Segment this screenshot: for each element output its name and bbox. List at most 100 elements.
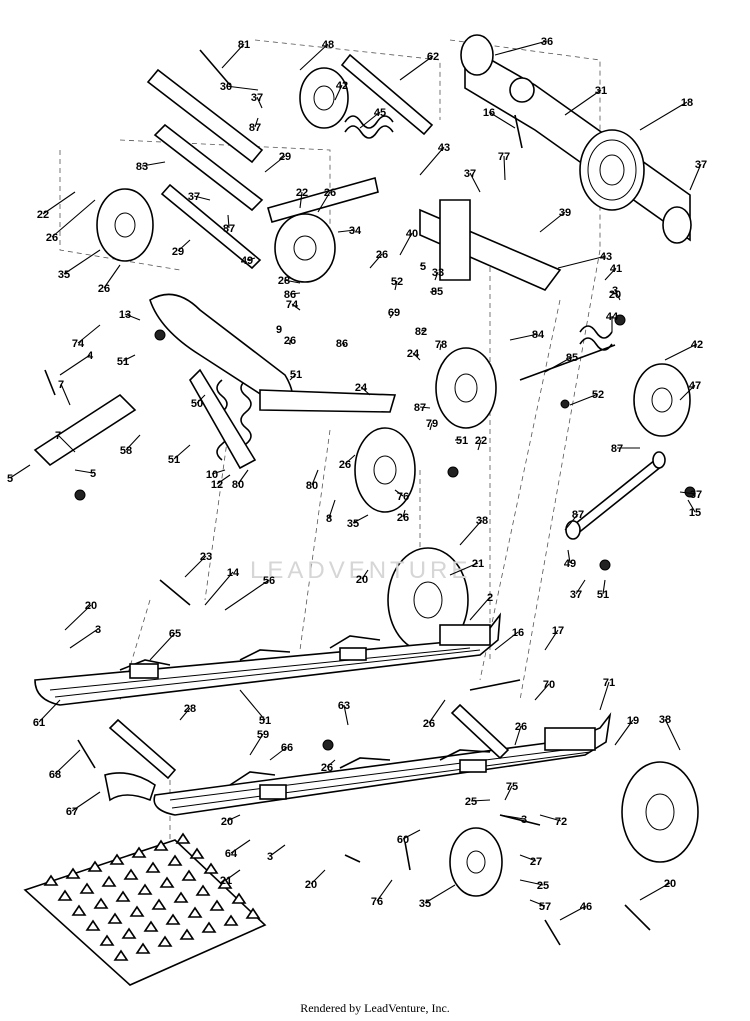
callout-37: 37 xyxy=(690,489,702,501)
callout-24: 24 xyxy=(355,382,368,394)
callout-leader xyxy=(71,791,101,812)
callout-leader xyxy=(328,499,336,519)
callout-leader xyxy=(264,155,286,173)
callout-26: 26 xyxy=(321,762,333,774)
slider-cleat xyxy=(87,860,103,872)
callout-57: 57 xyxy=(539,901,551,913)
callout-59: 59 xyxy=(257,729,269,741)
callout-leader xyxy=(54,749,81,775)
callout-leader xyxy=(564,89,602,116)
callout-31: 31 xyxy=(595,85,607,97)
callout-4: 4 xyxy=(87,350,94,362)
callout-38: 38 xyxy=(476,515,488,527)
callout-leader xyxy=(494,40,548,56)
callout-leader xyxy=(230,839,251,854)
callout-leader xyxy=(529,899,546,907)
callout-67: 67 xyxy=(66,806,78,818)
slider-cleat xyxy=(57,889,73,901)
callout-86: 86 xyxy=(284,289,296,301)
callout-51: 51 xyxy=(290,369,302,381)
callout-9: 9 xyxy=(276,324,282,336)
slider-cleat xyxy=(181,869,197,881)
callout-26: 26 xyxy=(284,335,296,347)
callout-22: 22 xyxy=(37,209,49,221)
callout-leader xyxy=(604,267,617,281)
callout-leader xyxy=(504,785,513,801)
callout-leader xyxy=(38,699,61,723)
callout-20: 20 xyxy=(221,816,233,828)
callout-leader xyxy=(689,163,702,191)
callout-64: 64 xyxy=(225,848,238,860)
callout-leader xyxy=(246,257,256,261)
callout-20: 20 xyxy=(356,574,368,586)
slider-cleat xyxy=(131,846,147,858)
callout-leader xyxy=(311,469,319,486)
callout-42: 42 xyxy=(336,80,348,92)
front-bumper-pad xyxy=(77,739,156,802)
callout-26: 26 xyxy=(324,187,336,199)
callout-25: 25 xyxy=(465,796,477,808)
callout-leader xyxy=(419,146,445,176)
callout-37: 37 xyxy=(188,191,200,203)
callout-5: 5 xyxy=(420,261,426,273)
callout-51: 51 xyxy=(168,454,180,466)
slider-cleat xyxy=(223,914,239,926)
callout-leader xyxy=(249,733,264,756)
callout-leader xyxy=(434,271,439,281)
callout-5: 5 xyxy=(90,468,96,480)
callout-leader xyxy=(429,290,438,293)
callout-leader xyxy=(539,814,562,822)
callout-leader xyxy=(419,406,431,409)
callout-52: 52 xyxy=(391,276,403,288)
callout-21: 21 xyxy=(472,558,484,570)
callout-62: 62 xyxy=(427,51,439,63)
callout-20: 20 xyxy=(609,289,621,301)
callout-33: 33 xyxy=(432,267,444,279)
callout-70: 70 xyxy=(543,679,555,691)
callout-leader xyxy=(184,555,207,578)
callout-3: 3 xyxy=(95,624,101,636)
callout-leader xyxy=(60,383,71,406)
slider-cleat xyxy=(173,891,189,903)
callout-leader xyxy=(177,239,191,252)
callout-43: 43 xyxy=(600,251,612,263)
callout-51: 51 xyxy=(117,356,129,368)
callout-leader xyxy=(193,195,211,201)
callout-87: 87 xyxy=(249,122,261,134)
left-slide-rail xyxy=(34,612,502,706)
callout-47: 47 xyxy=(689,380,701,392)
callout-leader xyxy=(494,631,519,651)
callout-68: 68 xyxy=(49,769,61,781)
callout-26: 26 xyxy=(376,249,388,261)
callout-72: 72 xyxy=(555,816,567,828)
callout-29: 29 xyxy=(279,151,291,163)
callout-15: 15 xyxy=(689,507,701,519)
slider-cleat xyxy=(217,877,233,889)
slider-cleat xyxy=(231,892,247,904)
callout-leader xyxy=(449,562,479,576)
callout-30: 30 xyxy=(220,81,232,93)
callout-49: 49 xyxy=(564,558,576,570)
callout-leader xyxy=(687,499,696,513)
callout-leader xyxy=(614,719,634,746)
callout-18: 18 xyxy=(681,97,693,109)
assembly-guide-lines xyxy=(59,39,601,840)
rear-axle-assembly xyxy=(460,34,692,244)
callout-leader xyxy=(470,799,491,802)
callout-51: 51 xyxy=(259,715,271,727)
callout-leader xyxy=(326,759,336,768)
callout-26: 26 xyxy=(46,232,58,244)
callout-leader xyxy=(344,454,356,465)
callout-22: 22 xyxy=(296,187,308,199)
callout-leader xyxy=(503,155,506,181)
callout-46: 46 xyxy=(580,901,592,913)
slider-cleat xyxy=(107,912,123,924)
slider-cleat xyxy=(109,853,125,865)
callout-leader xyxy=(289,373,297,381)
callout-leader xyxy=(51,199,96,238)
callout-87: 87 xyxy=(414,402,426,414)
callout-75: 75 xyxy=(506,781,518,793)
callout-leader xyxy=(63,249,101,275)
callout-leader xyxy=(361,569,369,580)
